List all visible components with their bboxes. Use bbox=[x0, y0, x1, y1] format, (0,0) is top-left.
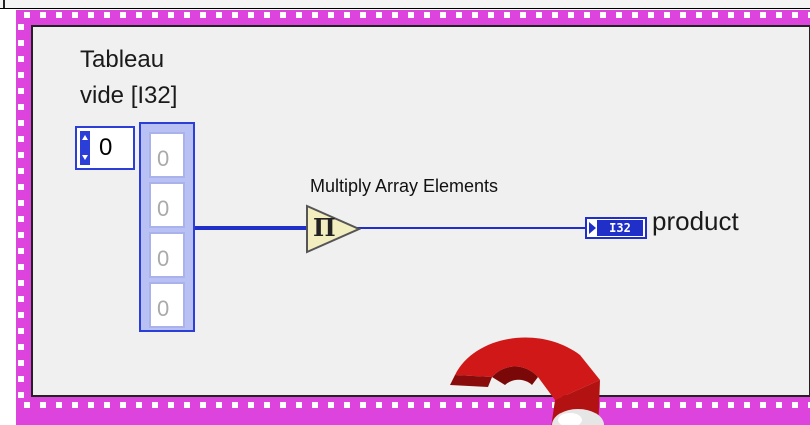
loop-border-bottom bbox=[16, 400, 810, 410]
array-element[interactable]: 0 bbox=[149, 132, 185, 178]
array-element[interactable]: 0 bbox=[149, 182, 185, 228]
data-type-badge: I32 bbox=[597, 220, 643, 236]
array-wire[interactable] bbox=[195, 226, 310, 230]
product-indicator-terminal[interactable]: I32 bbox=[585, 217, 647, 239]
array-element[interactable]: 0 bbox=[149, 282, 185, 328]
indicator-label: product bbox=[652, 206, 739, 236]
multiply-array-elements-icon[interactable] bbox=[305, 204, 361, 254]
array-constant-label: Tableau vide [I32] bbox=[80, 42, 280, 114]
window-top-strip bbox=[0, 0, 810, 9]
array-label-line1: Tableau bbox=[80, 46, 165, 73]
function-label: Multiply Array Elements bbox=[310, 176, 499, 196]
array-label-line2: vide [I32] bbox=[80, 82, 178, 109]
array-constant[interactable]: 0 0 0 0 bbox=[139, 122, 195, 332]
array-index-control[interactable]: 0 bbox=[75, 126, 135, 170]
scalar-wire[interactable] bbox=[355, 227, 585, 229]
pi-glyph: Π bbox=[313, 213, 336, 242]
increment-decrement-icon[interactable] bbox=[80, 131, 90, 165]
question-mark-icon bbox=[450, 337, 604, 425]
loop-border-top bbox=[16, 10, 810, 20]
input-arrow-icon bbox=[589, 222, 596, 234]
array-index-value[interactable]: 0 bbox=[99, 134, 113, 161]
array-element[interactable]: 0 bbox=[149, 232, 185, 278]
loop-border-left bbox=[16, 20, 26, 400]
